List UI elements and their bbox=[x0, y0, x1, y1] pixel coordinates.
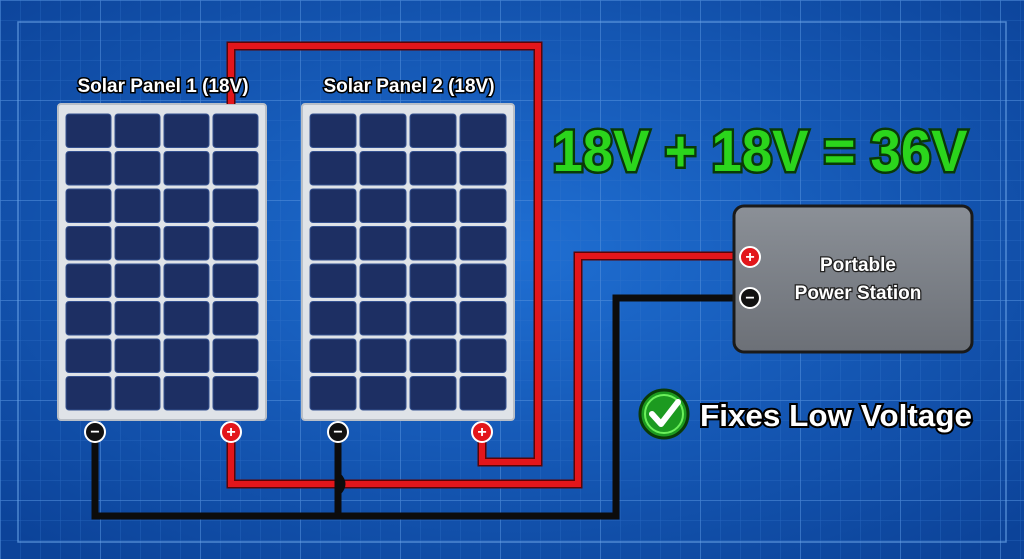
panel-1-cell bbox=[65, 376, 112, 411]
checkmark-icon bbox=[638, 388, 690, 440]
panel-1-cell bbox=[163, 226, 210, 261]
panel-1-cell bbox=[212, 338, 259, 373]
panel-2-cell bbox=[309, 263, 357, 298]
panel-2-cell bbox=[459, 301, 507, 336]
panel-2-cell bbox=[359, 151, 407, 186]
panel-2-cell bbox=[359, 301, 407, 336]
panel-2-cell bbox=[459, 188, 507, 223]
series-link-wire bbox=[228, 43, 541, 465]
panel-2-negative-symbol: − bbox=[333, 424, 342, 441]
panel-1-cell bbox=[212, 226, 259, 261]
panel-1-cell bbox=[163, 301, 210, 336]
panel-2-cell bbox=[359, 188, 407, 223]
panel-1-cell bbox=[114, 151, 161, 186]
panel-2-negative-terminal: − bbox=[327, 421, 349, 443]
panel-2-cell bbox=[459, 151, 507, 186]
power-station-positive-symbol: + bbox=[745, 249, 754, 266]
panel-1-cell bbox=[212, 113, 259, 148]
solar-panel-1 bbox=[57, 103, 267, 421]
panel-2-cell bbox=[309, 301, 357, 336]
panel-1-label: Solar Panel 1 (18V) bbox=[77, 76, 248, 97]
panel-2-cell bbox=[409, 188, 457, 223]
panel-2-cell bbox=[359, 226, 407, 261]
panel-2-label: Solar Panel 2 (18V) bbox=[323, 76, 494, 97]
panel-1-cell bbox=[114, 113, 161, 148]
power-station-label-line1: Portable bbox=[820, 255, 896, 276]
panel-2-cell bbox=[309, 338, 357, 373]
panel-1-cell bbox=[114, 226, 161, 261]
panel-2-cell bbox=[359, 263, 407, 298]
panel-2-cell bbox=[459, 338, 507, 373]
power-station-positive-terminal: + bbox=[739, 246, 761, 268]
panel-2-positive-symbol: + bbox=[477, 424, 486, 441]
panel-2-cell bbox=[459, 376, 507, 411]
panel-1-cell bbox=[65, 113, 112, 148]
panel-1-cell bbox=[163, 188, 210, 223]
negative-wires bbox=[91, 294, 736, 520]
panel-2-cell bbox=[309, 226, 357, 261]
panel-1-cell bbox=[212, 376, 259, 411]
panel-1-cell bbox=[163, 113, 210, 148]
panel-1-cell bbox=[114, 263, 161, 298]
panel-1-cell bbox=[163, 376, 210, 411]
panel-1-cell bbox=[114, 301, 161, 336]
wire-crossover bbox=[335, 473, 346, 495]
panel-1-negative-terminal: − bbox=[84, 421, 106, 443]
panel-1-cell bbox=[65, 338, 112, 373]
negative-output-wire bbox=[91, 294, 736, 520]
panel-1-cell bbox=[212, 151, 259, 186]
panel-1-positive-terminal: + bbox=[220, 421, 242, 443]
panel-1-cell bbox=[65, 263, 112, 298]
panel-1-positive-symbol: + bbox=[226, 424, 235, 441]
panel-2-cells bbox=[309, 113, 507, 411]
panel-2-cell bbox=[359, 338, 407, 373]
panel-1-cell bbox=[212, 263, 259, 298]
panel-1-cell bbox=[114, 188, 161, 223]
voltage-equation: 18V + 18V = 36V bbox=[553, 119, 968, 184]
panel-2-positive-terminal: + bbox=[471, 421, 493, 443]
panel-2-cell bbox=[409, 113, 457, 148]
panel-2-cell bbox=[359, 376, 407, 411]
portable-power-station: Portable Power Station + − bbox=[732, 204, 974, 354]
power-station-label-line2: Power Station bbox=[795, 283, 922, 304]
panel-2-cell bbox=[309, 113, 357, 148]
panel-1-negative-symbol: − bbox=[90, 424, 99, 441]
panel-1-cell bbox=[65, 188, 112, 223]
panel-1-cells bbox=[65, 113, 259, 411]
panel-1-cell bbox=[163, 338, 210, 373]
panel-2-cell bbox=[359, 113, 407, 148]
power-station-negative-terminal: − bbox=[739, 287, 761, 309]
panel-1-cell bbox=[65, 226, 112, 261]
solar-panel-2 bbox=[301, 103, 515, 421]
panel-1-cell bbox=[212, 188, 259, 223]
panel-2-cell bbox=[409, 226, 457, 261]
panel-1-cell bbox=[114, 338, 161, 373]
panel-1-cell bbox=[163, 263, 210, 298]
power-station-negative-symbol: − bbox=[745, 290, 754, 307]
panel-2-cell bbox=[309, 376, 357, 411]
panel-1-cell bbox=[114, 376, 161, 411]
panel-2-cell bbox=[409, 263, 457, 298]
panel-1-cell bbox=[65, 151, 112, 186]
panel-2-cell bbox=[409, 151, 457, 186]
panel-1-cell bbox=[65, 301, 112, 336]
fixes-low-voltage-label: Fixes Low Voltage bbox=[700, 398, 972, 433]
panel-2-cell bbox=[409, 301, 457, 336]
positive-wires bbox=[226, 41, 736, 489]
panel-2-cell bbox=[409, 338, 457, 373]
blueprint-border bbox=[17, 21, 1007, 543]
panel-2-cell bbox=[459, 226, 507, 261]
power-station-body bbox=[732, 204, 974, 354]
panel-2-cell bbox=[459, 263, 507, 298]
panel-2-cell bbox=[309, 151, 357, 186]
positive-output-wire bbox=[228, 253, 736, 487]
panel-2-cell bbox=[309, 188, 357, 223]
panel-1-cell bbox=[212, 301, 259, 336]
panel-1-cell bbox=[163, 151, 210, 186]
panel-2-cell bbox=[409, 376, 457, 411]
panel-2-cell bbox=[459, 113, 507, 148]
